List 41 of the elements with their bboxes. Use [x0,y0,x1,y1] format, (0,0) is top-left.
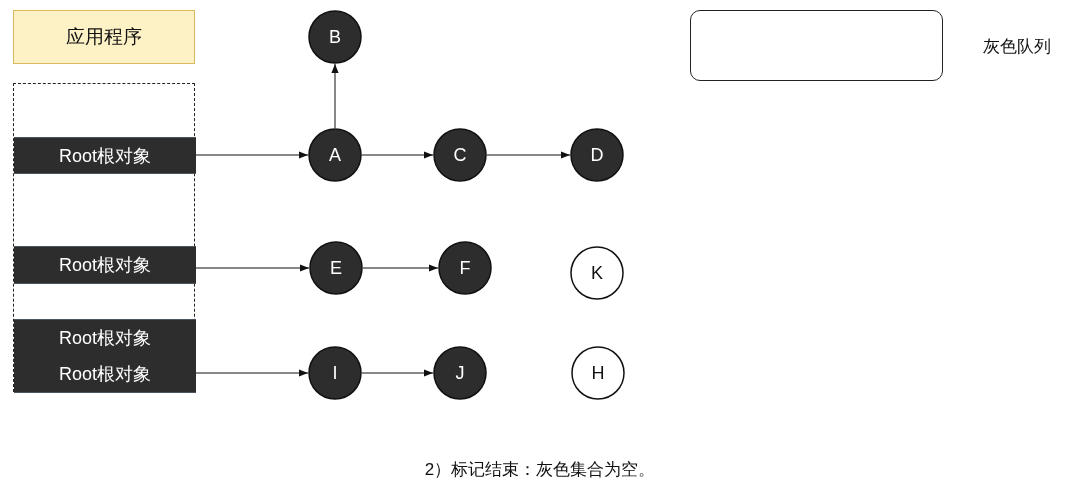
node-circle [308,346,362,400]
arrow [194,151,309,159]
node-label: Root根对象 [59,327,151,350]
node-label: I [332,362,338,384]
node-circle [433,128,487,182]
root-object-box [14,319,196,393]
node-label: Root根对象 [59,144,151,168]
node-label: Root根对象 [59,254,151,277]
node-circle [570,128,624,182]
node-label: E [330,257,342,279]
node-label: B [329,26,341,48]
node-circle [308,10,362,64]
caption: 2）标记结束：灰色集合为空。 [423,459,657,481]
arrow [361,151,434,159]
dashed-container [13,83,195,392]
node-label: C [453,144,467,166]
arrow [486,151,571,159]
node-circle [570,246,624,300]
node-label: 应用程序 [66,25,142,49]
node-label: Root根对象 [59,363,151,386]
node-label: H [591,362,605,384]
application-box [13,10,195,64]
node-circle [571,346,625,400]
root-object-box [14,246,196,284]
arrow [331,63,339,129]
node-label: D [590,144,604,166]
node-circle [308,128,362,182]
node-label: J [455,362,465,384]
node-circle [438,241,492,295]
node-label: F [459,257,471,279]
node-circle [433,346,487,400]
queue-box [690,10,943,81]
node-circle [309,241,363,295]
arrow [194,264,310,272]
node-label: K [591,262,603,284]
arrow [361,369,434,377]
root-object-box [14,137,196,174]
side-label: 灰色队列 [983,35,1051,58]
arrow [194,369,309,377]
node-label: A [329,144,341,166]
arrow [362,264,439,272]
